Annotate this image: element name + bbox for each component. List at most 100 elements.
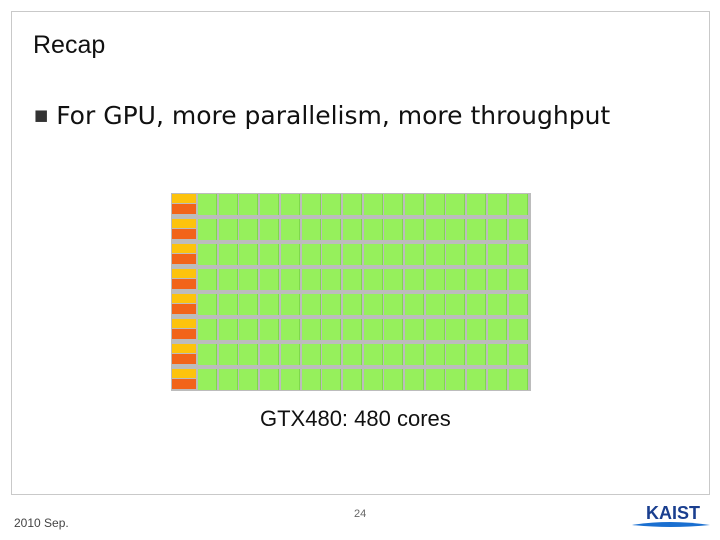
core-cell: [322, 294, 342, 315]
core-cell: [322, 369, 342, 390]
core-cell: [405, 319, 424, 340]
core-cell: [446, 219, 466, 240]
core-cell: [467, 194, 487, 215]
core-cell: [260, 369, 280, 390]
core-cell: [508, 344, 528, 365]
core-cell: [239, 294, 259, 315]
core-cell: [363, 269, 383, 290]
core-cell: [280, 269, 300, 290]
core-cell: [301, 369, 321, 390]
core-cell: [446, 269, 466, 290]
control-unit: [172, 219, 196, 228]
control-cache-block: [172, 319, 196, 340]
core-cell: [342, 369, 362, 390]
kaist-logo-text: KAIST: [646, 503, 700, 523]
bullet-item: ■For GPU, more parallelism, more through…: [34, 101, 610, 130]
core-cell: [342, 269, 362, 290]
core-cell: [384, 319, 404, 340]
core-cell: [487, 369, 507, 390]
core-count-caption: GTX480: 480 cores: [260, 406, 451, 431]
core-cell: [405, 244, 424, 265]
cache-unit: [172, 354, 196, 364]
core-cell: [508, 219, 528, 240]
core-cell: [405, 219, 424, 240]
core-cell: [322, 344, 342, 365]
control-cache-block: [172, 219, 196, 240]
core-cell: [384, 294, 404, 315]
core-cell: [508, 319, 528, 340]
core-cell: [487, 244, 507, 265]
core-cell: [487, 269, 507, 290]
core-cell: [425, 269, 445, 290]
core-cell: [301, 344, 321, 365]
core-cell: [218, 219, 238, 240]
core-cell: [487, 294, 507, 315]
core-cell: [467, 344, 487, 365]
core-cell: [363, 344, 383, 365]
core-cell: [301, 244, 321, 265]
core-cell: [198, 319, 217, 340]
core-cell: [322, 269, 342, 290]
control-cache-block: [172, 194, 196, 215]
core-cell: [218, 369, 238, 390]
core-cell: [446, 369, 466, 390]
core-cell: [280, 369, 300, 390]
core-cell: [260, 219, 280, 240]
core-cell: [218, 244, 238, 265]
core-cell: [301, 294, 321, 315]
core-cell: [218, 294, 238, 315]
core-cell: [363, 294, 383, 315]
sm-row: [171, 293, 531, 315]
core-cell: [446, 319, 466, 340]
sm-row: [171, 318, 531, 340]
core-cell: [239, 319, 259, 340]
bullet-text: For GPU, more parallelism, more throughp…: [56, 101, 611, 130]
core-cell: [508, 244, 528, 265]
core-cell: [322, 244, 342, 265]
core-cell: [239, 269, 259, 290]
core-cell: [198, 294, 217, 315]
core-cell: [384, 269, 404, 290]
core-cell: [342, 244, 362, 265]
control-cache-block: [172, 344, 196, 365]
core-cell: [384, 219, 404, 240]
core-cell: [239, 219, 259, 240]
sm-row: [171, 193, 531, 215]
core-cell: [218, 194, 238, 215]
core-cell: [218, 269, 238, 290]
control-cache-block: [172, 369, 196, 390]
core-cell: [487, 194, 507, 215]
core-cell: [322, 194, 342, 215]
cache-unit: [172, 279, 196, 289]
core-cell: [508, 194, 528, 215]
control-cache-block: [172, 244, 196, 265]
core-cell: [508, 369, 528, 390]
sm-row: [171, 268, 531, 290]
gpu-core-grid: [171, 193, 531, 391]
core-cell: [425, 194, 445, 215]
core-cell: [198, 269, 217, 290]
core-cell: [198, 244, 217, 265]
core-cell: [363, 369, 383, 390]
core-cell: [239, 369, 259, 390]
sm-row: [171, 368, 531, 390]
core-cell: [425, 344, 445, 365]
core-cell: [301, 319, 321, 340]
sm-row: [171, 243, 531, 265]
slide-title: Recap: [33, 31, 106, 59]
core-cell: [405, 294, 424, 315]
kaist-logo: KAIST: [632, 503, 710, 527]
core-cell: [301, 194, 321, 215]
core-cell: [446, 244, 466, 265]
core-cell: [342, 344, 362, 365]
core-cell: [218, 344, 238, 365]
core-cell: [405, 194, 424, 215]
core-cell: [446, 194, 466, 215]
core-cell: [280, 194, 300, 215]
core-cell: [260, 244, 280, 265]
core-cell: [301, 219, 321, 240]
core-cell: [239, 344, 259, 365]
sm-row: [171, 218, 531, 240]
core-cell: [467, 219, 487, 240]
core-cell: [301, 269, 321, 290]
